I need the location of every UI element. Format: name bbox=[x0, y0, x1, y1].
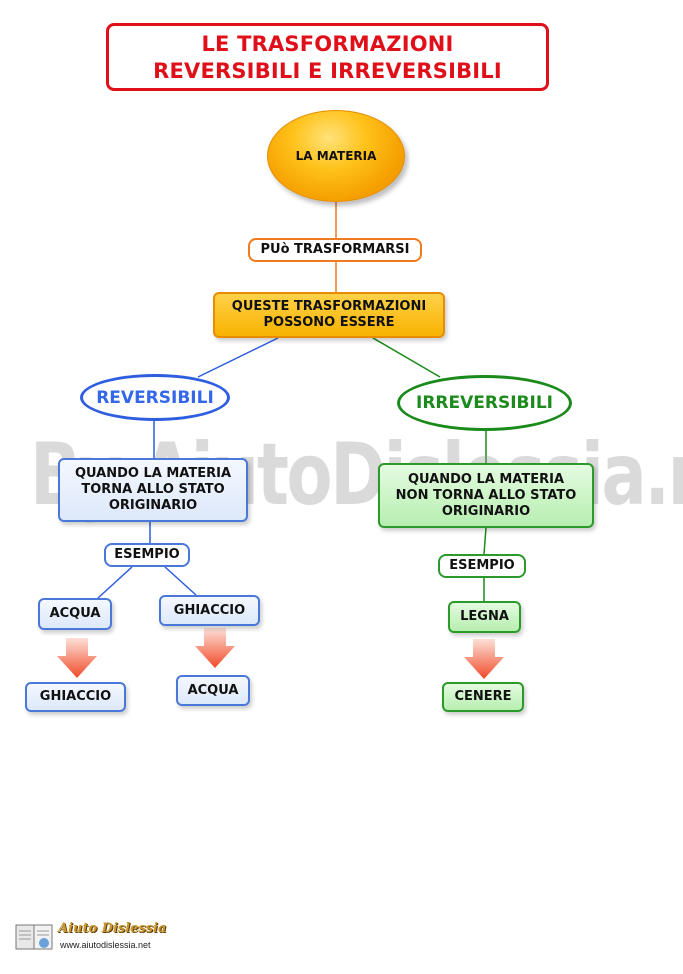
node-reversibili-esempio: ESEMPIO bbox=[104, 543, 190, 567]
title-line-1: LE TRASFORMAZIONI bbox=[201, 32, 454, 56]
node-text-line: QUESTE TRASFORMAZIONI bbox=[231, 299, 427, 314]
node-text-line: ORIGINARIO bbox=[441, 503, 531, 519]
node-acqua-result: ACQUA bbox=[176, 675, 250, 706]
node-text-line: NON TORNA ALLO STATO bbox=[395, 487, 577, 503]
title-line-2: REVERSIBILI E IRREVERSIBILI bbox=[153, 59, 502, 83]
logo-name: Aiuto Dislessia bbox=[58, 921, 167, 936]
node-text-line: QUANDO LA MATERIA bbox=[407, 471, 565, 487]
arrow-down-icon bbox=[464, 639, 504, 679]
aiuto-dislessia-logo: Aiuto Dislessia www.aiutodislessia.net bbox=[14, 919, 174, 955]
arrow-down-icon bbox=[195, 628, 235, 668]
node-text-line: TORNA ALLO STATO bbox=[81, 482, 225, 497]
node-irreversibili-esempio: ESEMPIO bbox=[438, 554, 526, 578]
node-ghiaccio-start: GHIACCIO bbox=[159, 595, 260, 626]
page-title: LE TRASFORMAZIONI REVERSIBILI E IRREVERS… bbox=[106, 23, 549, 91]
node-la-materia: LA MATERIA bbox=[267, 110, 405, 202]
node-reversibili: REVERSIBILI bbox=[80, 374, 230, 421]
node-text-line: QUANDO LA MATERIA bbox=[74, 466, 232, 481]
node-text-line: ORIGINARIO bbox=[108, 498, 198, 513]
book-icon bbox=[15, 924, 53, 950]
node-reversibili-definition: QUANDO LA MATERIA TORNA ALLO STATO ORIGI… bbox=[58, 458, 248, 522]
logo-url: www.aiutodislessia.net bbox=[60, 940, 151, 950]
node-cenere: CENERE bbox=[442, 682, 524, 712]
node-irreversibili-definition: QUANDO LA MATERIA NON TORNA ALLO STATO O… bbox=[378, 463, 594, 528]
node-irreversibili: IRREVERSIBILI bbox=[397, 375, 572, 431]
node-legna: LEGNA bbox=[448, 601, 521, 633]
node-puo-trasformarsi: PUò TRASFORMARSI bbox=[248, 238, 422, 262]
node-text-line: POSSONO ESSERE bbox=[263, 315, 395, 330]
node-queste-trasformazioni: QUESTE TRASFORMAZIONI POSSONO ESSERE bbox=[213, 292, 445, 338]
arrow-down-icon bbox=[57, 638, 97, 678]
node-acqua-start: ACQUA bbox=[38, 598, 112, 630]
node-ghiaccio-result: GHIACCIO bbox=[25, 682, 126, 712]
